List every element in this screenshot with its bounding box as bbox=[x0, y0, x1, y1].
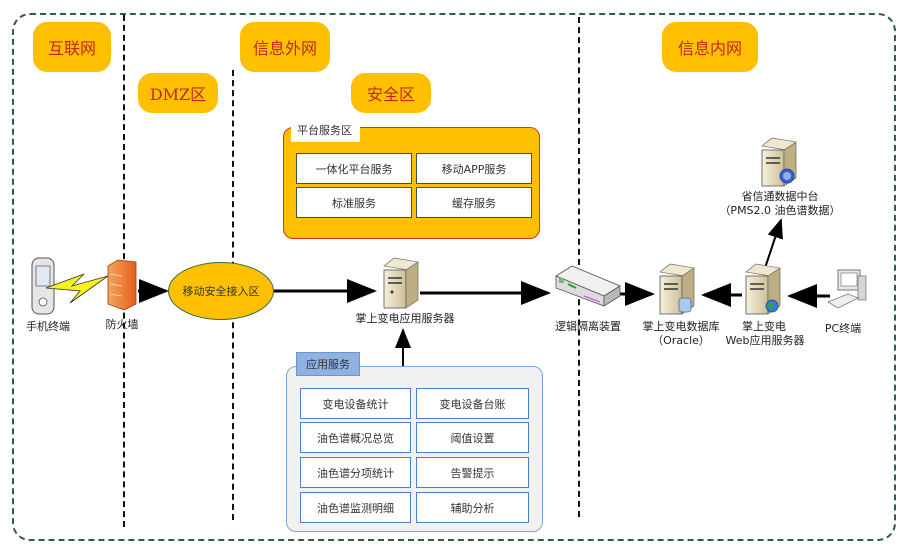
database-label-1: 掌上变电数据库 bbox=[642, 320, 720, 333]
zone-label-external: 信息外网 bbox=[240, 22, 330, 72]
zone-label-dmz: DMZ区 bbox=[138, 73, 218, 113]
web-server-label-1: 掌上变电 bbox=[742, 320, 786, 333]
firewall-label: 防火墙 bbox=[105, 318, 139, 331]
zone-label-secure: 安全区 bbox=[351, 73, 431, 113]
platform-service-item: 移动APP服务 bbox=[416, 153, 532, 184]
mobile-access-zone: 移动安全接入区 bbox=[168, 262, 274, 320]
app-server-label: 掌上变电应用服务器 bbox=[355, 312, 455, 325]
app-service-title: 应用服务 bbox=[296, 352, 360, 376]
zone-label-internal: 信息内网 bbox=[662, 22, 758, 72]
arrow-webserver-to-datacenter bbox=[764, 218, 783, 269]
platform-service-title: 平台服务区 bbox=[291, 120, 360, 142]
isolation-device-icon bbox=[555, 265, 621, 307]
outer-boundary bbox=[12, 13, 896, 541]
data-center-server-icon bbox=[761, 137, 797, 187]
app-service-item: 变电设备台账 bbox=[416, 388, 529, 419]
pc-terminal-icon bbox=[827, 269, 867, 309]
app-service-item: 油色谱概况总览 bbox=[300, 422, 411, 453]
divider-external-internal bbox=[578, 17, 580, 517]
wireless-link-icon bbox=[45, 273, 109, 304]
app-service-item: 辅助分析 bbox=[416, 492, 529, 523]
platform-service-item: 标准服务 bbox=[296, 187, 412, 218]
app-service-item: 告警提示 bbox=[416, 457, 529, 488]
app-service-item: 油色谱监测明细 bbox=[300, 492, 411, 523]
firewall-icon bbox=[107, 259, 137, 311]
data-center-label-2: （PMS2.0 油色谱数据） bbox=[719, 204, 841, 217]
app-service-item: 变电设备统计 bbox=[300, 388, 411, 419]
data-center-label-1: 省信通数据中台 bbox=[741, 190, 819, 203]
database-label-2: （Oracle） bbox=[652, 334, 710, 347]
database-server-icon bbox=[659, 263, 695, 315]
web-server-icon bbox=[745, 263, 781, 315]
app-server-icon bbox=[383, 257, 419, 309]
mobile-phone-icon bbox=[31, 257, 55, 315]
mobile-label: 手机终端 bbox=[26, 320, 70, 333]
app-service-item: 阈值设置 bbox=[416, 422, 529, 453]
app-service-item: 油色谱分项统计 bbox=[300, 457, 411, 488]
platform-service-item: 一体化平台服务 bbox=[296, 153, 412, 184]
platform-service-item: 缓存服务 bbox=[416, 187, 532, 218]
pc-label: PC终端 bbox=[824, 322, 862, 335]
zone-label-internet: 互联网 bbox=[33, 22, 111, 72]
isolation-label: 逻辑隔离装置 bbox=[555, 320, 621, 333]
web-server-label-2: Web应用服务器 bbox=[725, 334, 805, 347]
